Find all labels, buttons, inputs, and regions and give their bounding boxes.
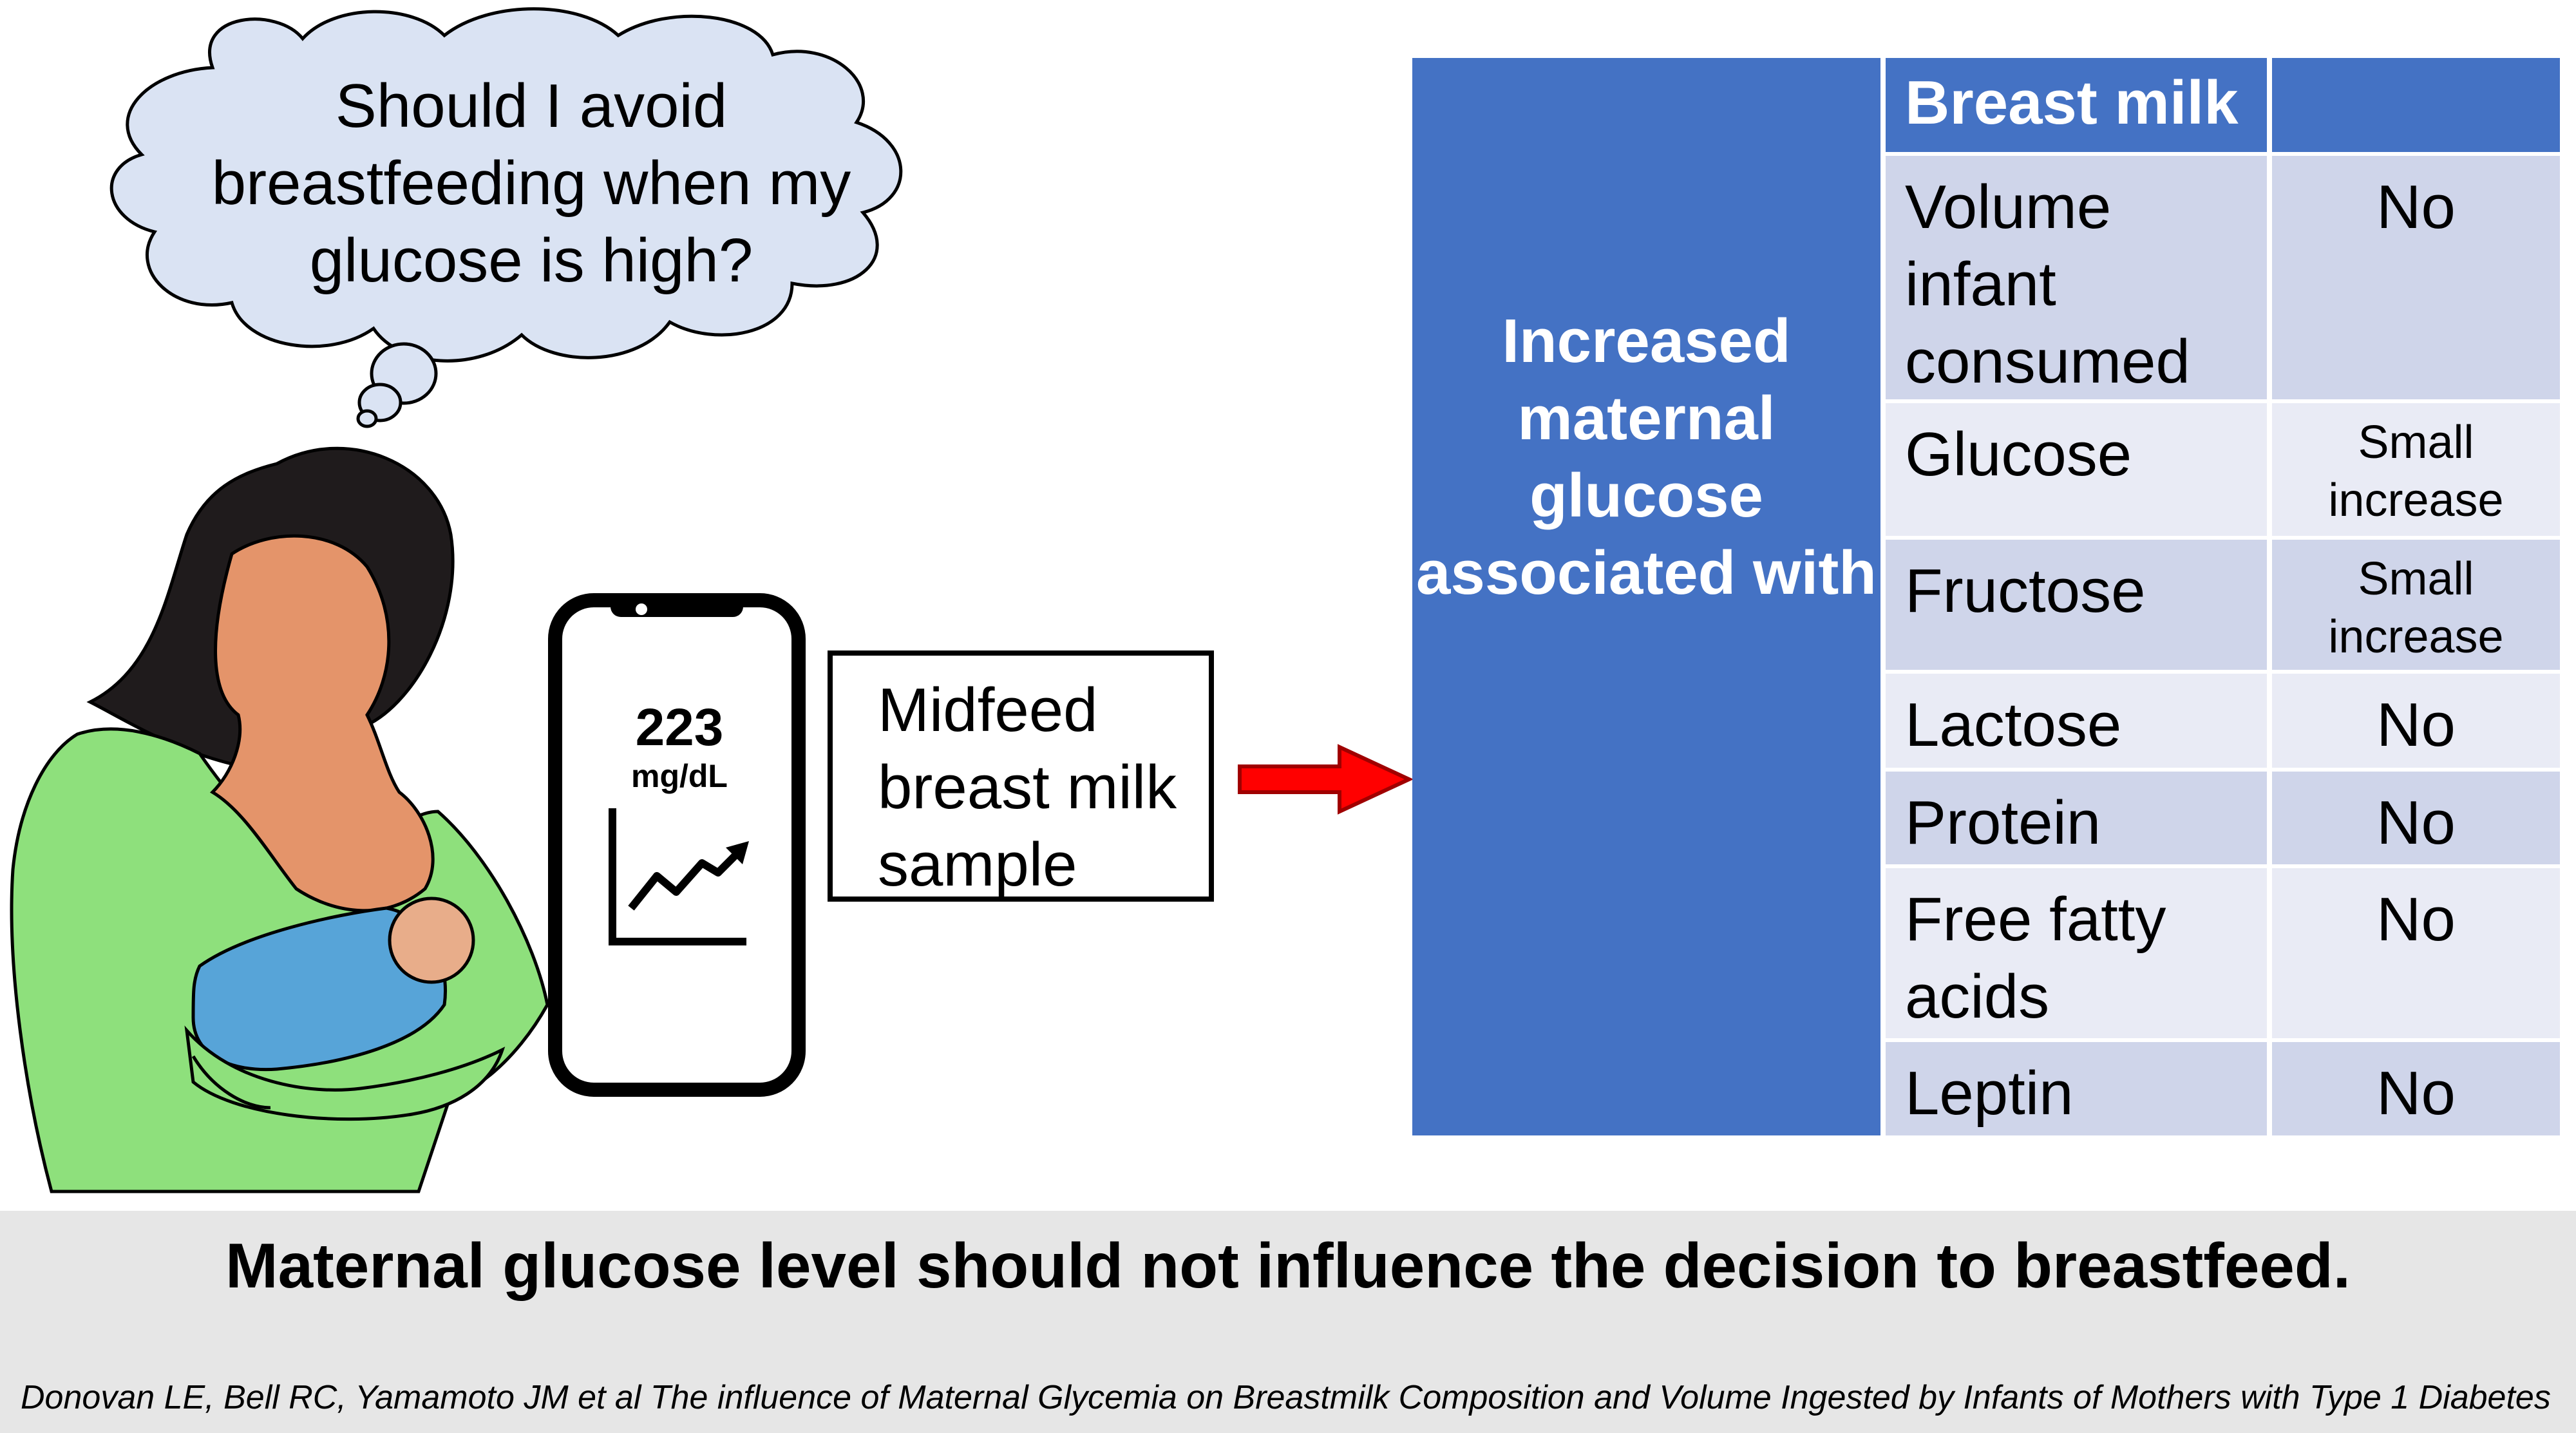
table-cell-label: Fructose bbox=[1880, 536, 2267, 670]
table-cell-label: Protein bbox=[1880, 768, 2267, 864]
right-arrow-icon bbox=[1238, 744, 1414, 815]
citation-text: Donovan LE, Bell RC, Yamamoto JM et al T… bbox=[21, 1379, 2551, 1416]
table-cell-label: Leptin bbox=[1880, 1038, 2267, 1135]
phone-illustration bbox=[548, 593, 806, 1097]
table-header-cell: Breast milk bbox=[1880, 58, 2267, 152]
association-label: Increased maternal glucose associated wi… bbox=[1416, 307, 1877, 607]
table-row: Leptin No bbox=[1880, 1038, 2560, 1135]
table-row: Volume infant consumed No bbox=[1880, 152, 2560, 399]
conclusion-band bbox=[0, 1211, 2576, 1433]
table-cell-label: Free fatty acids bbox=[1880, 864, 2267, 1038]
table-cell-label: Glucose bbox=[1880, 399, 2267, 536]
illustration bbox=[10, 7, 1414, 1193]
table-cell-value: No bbox=[2267, 1038, 2560, 1135]
table-cell-value: Small increase bbox=[2267, 536, 2560, 670]
sample-box: Midfeed breast milk sample bbox=[828, 650, 1214, 902]
table-cell-value: No bbox=[2267, 152, 2560, 399]
association-panel: Increased maternal glucose associated wi… bbox=[1412, 58, 1880, 1135]
table-row: Lactose No bbox=[1880, 670, 2560, 768]
conclusion-text: Maternal glucose level should not influe… bbox=[225, 1230, 2351, 1301]
table-row: Glucose Small increase bbox=[1880, 399, 2560, 536]
table-cell-value: No bbox=[2267, 768, 2560, 864]
glucose-value: 223 bbox=[635, 698, 724, 757]
glucose-reading: 223 mg/dL bbox=[592, 699, 766, 795]
thought-bubble-text: Should I avoid breastfeeding when my glu… bbox=[211, 71, 851, 295]
table-header-cell bbox=[2267, 58, 2560, 152]
table-row: Fructose Small increase bbox=[1880, 536, 2560, 670]
trend-up-chart-icon bbox=[609, 808, 749, 945]
table-cell-value: No bbox=[2267, 670, 2560, 768]
table-row: Free fatty acids No bbox=[1880, 864, 2560, 1038]
glucose-unit: mg/dL bbox=[631, 758, 728, 794]
thought-cloud bbox=[109, 7, 903, 428]
table-cell-label: Lactose bbox=[1880, 670, 2267, 768]
table-cell-value: No bbox=[2267, 864, 2560, 1038]
mother-breastfeeding-illustration bbox=[10, 446, 549, 1193]
sample-label: Midfeed breast milk sample bbox=[878, 676, 1177, 899]
table-cell-label: Volume infant consumed bbox=[1880, 152, 2267, 399]
table-cell-value: Small increase bbox=[2267, 399, 2560, 536]
table-header-row: Breast milk bbox=[1880, 58, 2560, 152]
table-row: Protein No bbox=[1880, 768, 2560, 864]
